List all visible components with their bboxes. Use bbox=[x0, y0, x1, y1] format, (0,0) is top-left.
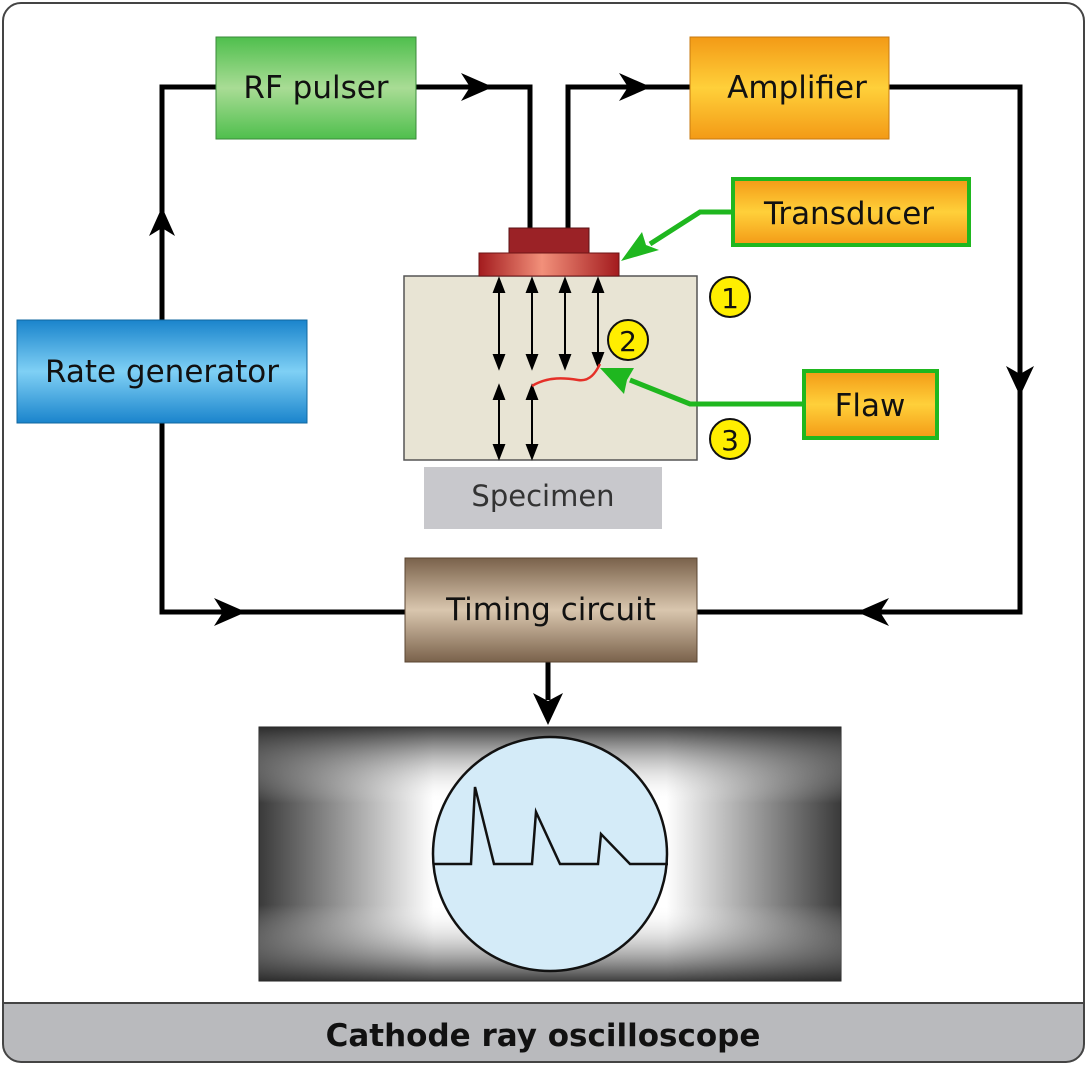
oscilloscope-trace bbox=[433, 786, 668, 866]
arrowhead-up bbox=[149, 207, 175, 236]
oscilloscope-screen bbox=[431, 735, 669, 973]
flaw-pointer-arrow bbox=[600, 368, 634, 394]
transducer-label: Transducer bbox=[763, 196, 934, 232]
footer-title: Cathode ray oscilloscope bbox=[326, 1018, 761, 1054]
arrowhead-down-scope bbox=[533, 693, 563, 725]
arrowhead-down-right bbox=[1006, 366, 1034, 396]
marker-1-label: 1 bbox=[721, 282, 739, 315]
transducer-pointer-arrow bbox=[621, 232, 659, 261]
arrowhead-right-rf bbox=[461, 73, 493, 101]
sound-wave-arrows bbox=[492, 276, 605, 461]
flaw-callout: Flaw bbox=[600, 368, 939, 440]
specimen-label-box: Specimen bbox=[424, 467, 662, 529]
line-rate-to-timing bbox=[159, 423, 405, 615]
arrowhead-left-timing bbox=[857, 598, 889, 626]
rf-pulser-label: RF pulser bbox=[243, 70, 388, 106]
amplifier-block: Amplifier bbox=[689, 36, 890, 140]
arrowhead-right-timing bbox=[214, 598, 246, 626]
marker-3: 3 bbox=[709, 418, 751, 460]
marker-2: 2 bbox=[607, 319, 649, 361]
footer-bar bbox=[3, 1003, 1084, 1062]
specimen-label: Specimen bbox=[471, 479, 614, 513]
rate-generator-block: Rate generator bbox=[16, 319, 308, 424]
marker-1: 1 bbox=[709, 276, 751, 318]
flaw-pointer-line bbox=[629, 377, 804, 407]
line-rf-to-transducer bbox=[416, 84, 533, 228]
transducer bbox=[478, 227, 620, 277]
flaw-label: Flaw bbox=[835, 388, 906, 424]
specimen-body bbox=[403, 275, 698, 461]
timing-circuit-block: Timing circuit bbox=[404, 557, 698, 663]
marker-2-label: 2 bbox=[619, 325, 637, 358]
marker-3-label: 3 bbox=[721, 424, 739, 457]
timing-circuit-label: Timing circuit bbox=[445, 592, 656, 628]
amplifier-label: Amplifier bbox=[727, 70, 867, 106]
transducer-callout: Transducer bbox=[621, 177, 971, 261]
transducer-pointer-line bbox=[648, 209, 733, 247]
arrowheads bbox=[149, 73, 1034, 725]
arrowhead-right-amp bbox=[619, 73, 651, 101]
rf-pulser-block: RF pulser bbox=[215, 36, 417, 140]
flaw-crack bbox=[531, 363, 602, 388]
rate-generator-label: Rate generator bbox=[45, 354, 279, 390]
line-rate-to-rf bbox=[159, 84, 216, 320]
oscilloscope bbox=[258, 726, 842, 982]
